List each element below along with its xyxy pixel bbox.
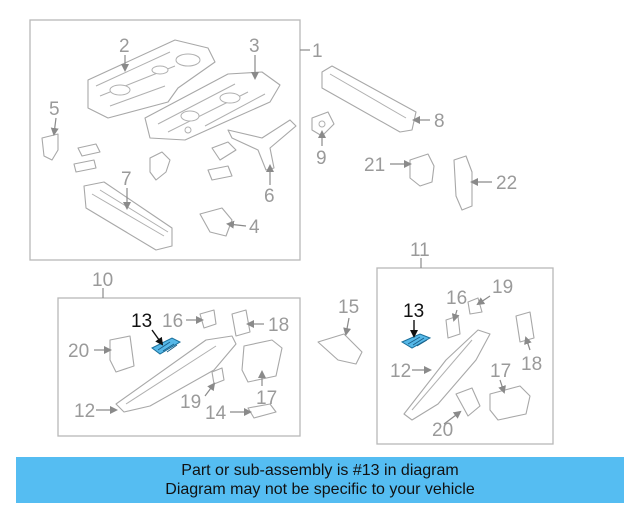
callout-18-left: 18 — [268, 315, 289, 336]
callout-13-right: 13 — [403, 301, 424, 322]
side-rail-7 — [83, 181, 173, 251]
callout-20-left: 20 — [68, 341, 89, 362]
callout-21: 21 — [364, 155, 385, 176]
callout-13-left: 13 — [131, 311, 152, 332]
callout-11: 11 — [410, 240, 430, 261]
callout-15: 15 — [338, 297, 359, 318]
callout-18-right: 18 — [521, 354, 542, 375]
bracket-18-right — [515, 311, 535, 343]
callout-16-right: 16 — [446, 288, 467, 309]
bracket-20-left — [109, 335, 135, 373]
callout-2: 2 — [119, 36, 130, 57]
plate-9 — [311, 111, 335, 137]
rail-8 — [321, 65, 417, 133]
callout-6: 6 — [264, 186, 275, 207]
info-banner: Part or sub-assembly is #13 in diagram D… — [16, 457, 624, 503]
cross-member-6 — [227, 119, 297, 171]
bracket-16-right — [445, 315, 461, 339]
bracket-18-left — [231, 309, 251, 337]
shield-15 — [317, 333, 363, 365]
clip-19-left — [211, 367, 225, 385]
callout-19-left: 19 — [180, 392, 201, 413]
floor-pan-front — [87, 39, 216, 119]
callout-17-left: 17 — [256, 388, 277, 409]
small-brackets — [73, 141, 237, 181]
pillar-22 — [453, 155, 473, 211]
callout-14: 14 — [205, 403, 227, 424]
parts-diagram: 1 2 3 4 5 6 7 8 9 10 11 12 12 13 13 14 1… — [29, 19, 554, 445]
callout-4: 4 — [249, 217, 260, 238]
rail-12-right — [403, 329, 491, 421]
bracket-20-right — [455, 387, 481, 417]
callout-8: 8 — [434, 111, 445, 132]
rail-12-left — [115, 335, 237, 413]
floor-pan-rear — [144, 71, 281, 141]
callout-22: 22 — [496, 173, 517, 194]
callout-1: 1 — [312, 41, 323, 62]
box-17-left — [241, 339, 283, 383]
callout-9: 9 — [316, 148, 327, 169]
callout-12-right: 12 — [390, 361, 411, 382]
banner-line-1: Part or sub-assembly is #13 in diagram — [181, 462, 459, 479]
bracket-21 — [409, 153, 435, 187]
callout-7: 7 — [121, 169, 132, 190]
callout-5: 5 — [49, 99, 60, 120]
box-17-right — [489, 385, 531, 421]
part-13-left — [151, 337, 182, 355]
callout-10: 10 — [92, 270, 113, 291]
callout-16-left: 16 — [162, 311, 183, 332]
banner-line-2: Diagram may not be specific to your vehi… — [165, 481, 475, 498]
callout-3: 3 — [249, 36, 260, 57]
callout-20-right: 20 — [432, 420, 453, 441]
callout-19-right: 19 — [492, 277, 513, 298]
plate-14 — [247, 403, 277, 419]
callout-12-left: 12 — [74, 401, 95, 422]
callout-17-right: 17 — [490, 361, 511, 382]
